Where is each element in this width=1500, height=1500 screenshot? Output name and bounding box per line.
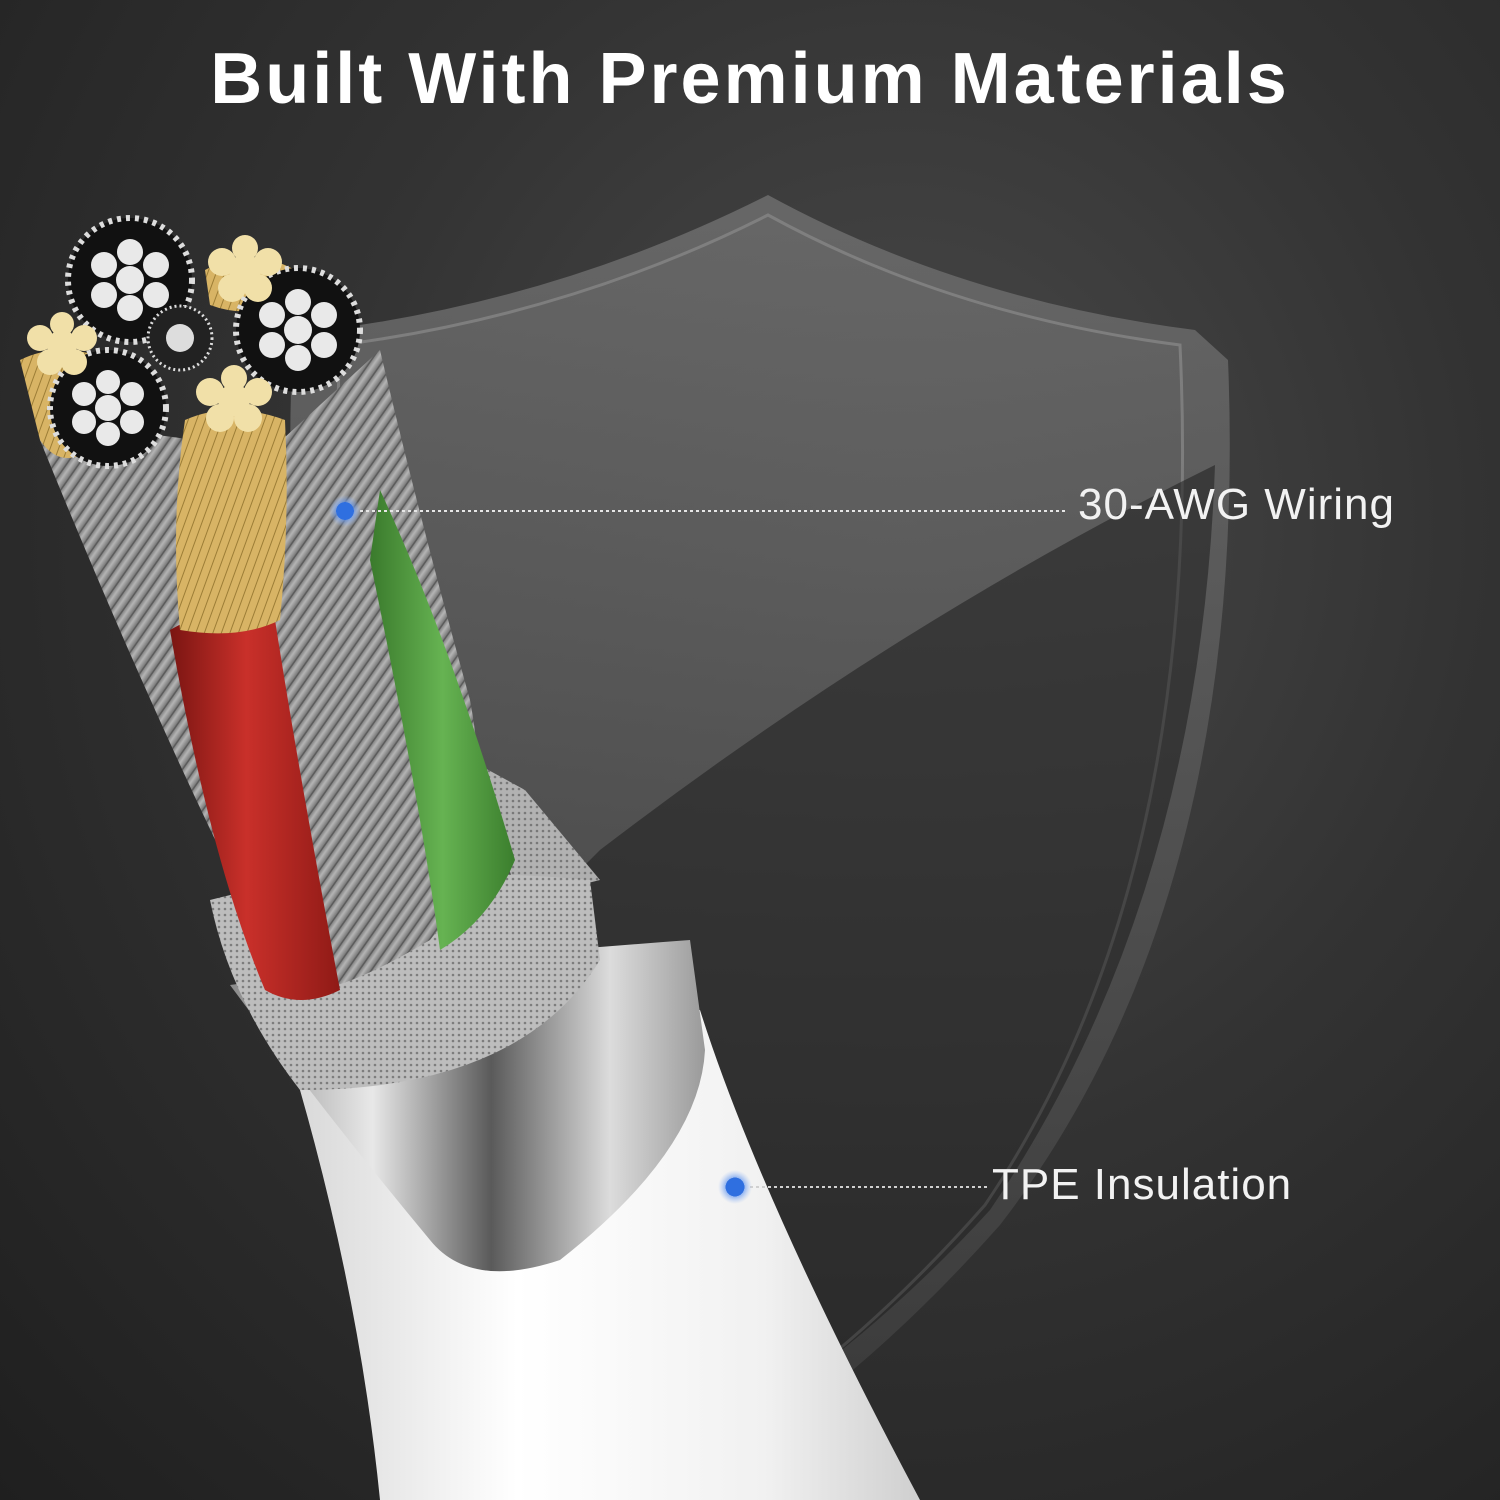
callout-wiring-marker [329,495,1068,527]
callout-label-tpe: TPE Insulation [992,1160,1293,1209]
headline: Built With Premium Materials [210,39,1290,119]
callout-label-wiring: 30-AWG Wiring [1078,480,1395,529]
green-wire [370,490,515,950]
red-wire [170,607,340,1000]
blue-dot-icon [329,495,361,527]
blue-dot-icon [718,1170,752,1204]
wire-ends [27,215,363,469]
callout-tpe-marker [718,1170,990,1204]
